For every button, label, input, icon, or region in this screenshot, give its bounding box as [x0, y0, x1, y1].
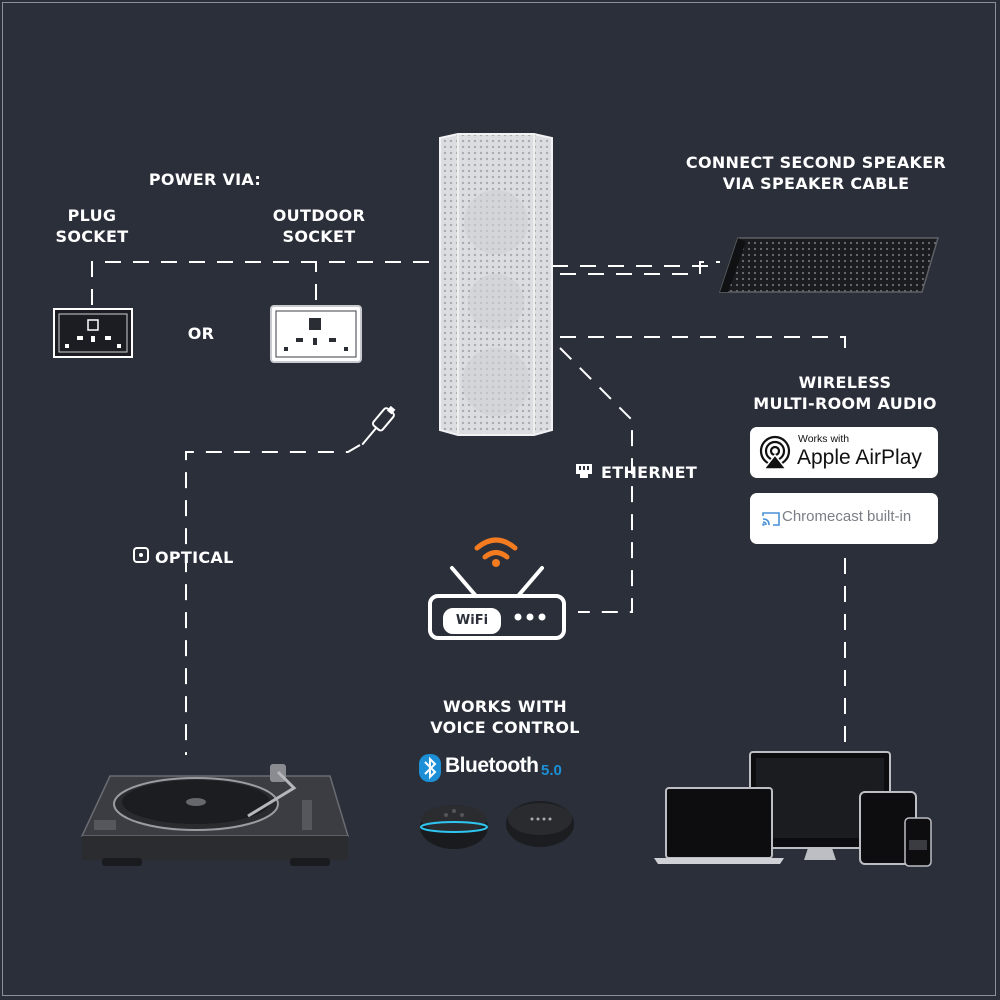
second-speaker-label: CONNECT SECOND SPEAKER VIA SPEAKER CABLE — [685, 153, 947, 193]
airplay-title: Apple AirPlay — [797, 446, 922, 469]
wireless-line — [560, 336, 846, 360]
echo-dot-icon — [420, 805, 488, 849]
optical-line — [185, 444, 361, 755]
bluetooth-icon — [418, 754, 442, 782]
outdoor-socket-icon — [270, 305, 362, 363]
ethernet-port-icon — [574, 462, 594, 480]
wifi-logo: WiFi — [443, 608, 501, 634]
chromecast-badge: Chromecast built-in — [750, 493, 938, 544]
or-label: OR — [187, 324, 215, 343]
bluetooth-version: 5.0 — [541, 762, 562, 779]
phone-icon — [904, 817, 932, 867]
outdoor-socket-label: OUTDOOR SOCKET — [272, 206, 366, 246]
chromecast-text: Chromecast built-in — [782, 508, 912, 525]
optical-label: OPTICAL — [155, 548, 234, 567]
ethernet-label: ETHERNET — [601, 463, 698, 482]
bluetooth-wordmark: Bluetooth — [445, 754, 539, 777]
turntable-icon — [80, 764, 350, 866]
wireless-label: WIRELESS MULTI-ROOM AUDIO — [753, 373, 937, 413]
airplay-badge: Works with Apple AirPlay — [750, 427, 938, 478]
voice-control-label: WORKS WITH VOICE CONTROL — [430, 697, 580, 737]
plug-socket-icon — [53, 308, 133, 358]
smart-speakers — [420, 801, 574, 849]
airplay-works-with: Works with — [798, 433, 850, 445]
chromecast-icon — [762, 512, 780, 526]
google-nest-mini-icon — [506, 801, 574, 847]
power-via-label: POWER VIA: — [148, 170, 262, 189]
devices-icon — [654, 751, 932, 867]
optical-port-icon — [133, 547, 149, 563]
speaker-icon — [439, 133, 553, 436]
airplay-icon — [759, 435, 791, 470]
second-speaker-icon — [718, 237, 940, 293]
ethernet-line — [559, 347, 633, 613]
optical-plug-icon — [361, 405, 396, 446]
plug-socket-label: PLUG SOCKET — [55, 206, 129, 246]
speaker-cable-line-2 — [560, 261, 720, 275]
laptop-icon — [654, 787, 784, 864]
wifi-router-icon — [428, 537, 566, 640]
power-line — [91, 261, 440, 305]
